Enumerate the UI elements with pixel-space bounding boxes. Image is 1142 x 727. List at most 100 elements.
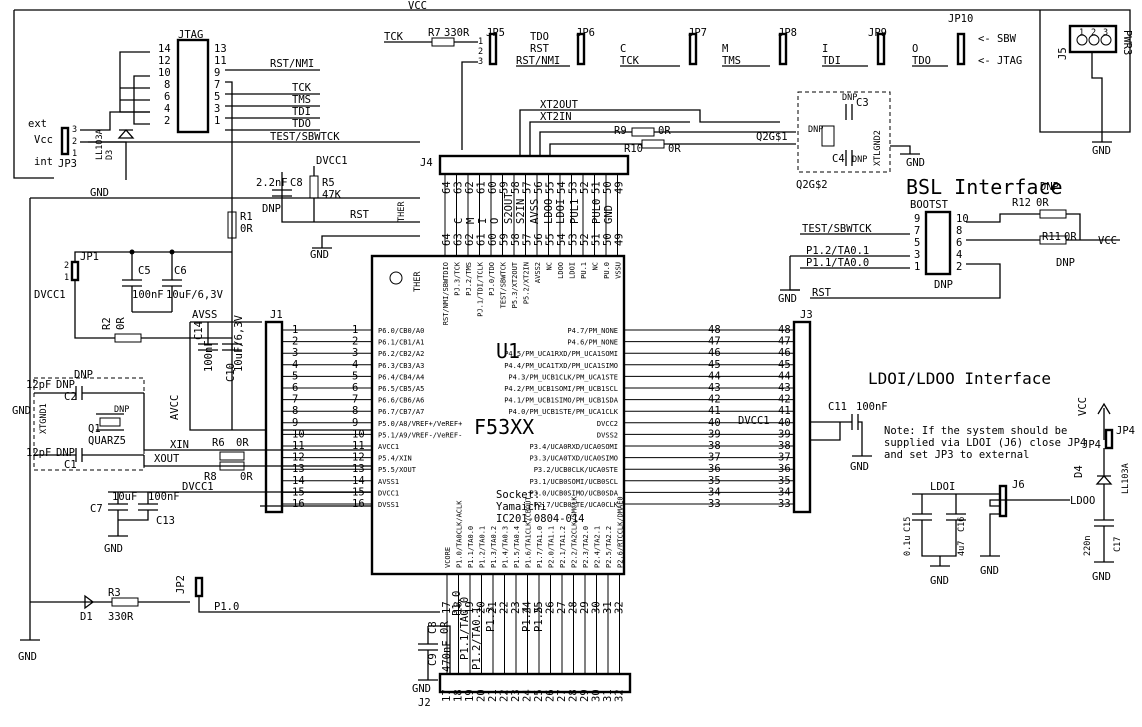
bsl-title: BSL Interface [906, 175, 1063, 199]
c7-c13: 10uF C7 100nF C13 DVCC1 GND [90, 481, 420, 555]
r9-value: 0R [658, 125, 671, 137]
pin-label: P2.4/TA2.1 [594, 526, 602, 568]
pin-label: 59 [499, 233, 511, 246]
jtag-left-pins: 14 12 10 8 6 4 2 [158, 43, 171, 127]
jp4-label: JP4 [1116, 425, 1135, 437]
jp1-c5-c6: JP1 2 1 DVCC1 R2 0R C5 C6 100nF 10uF/6,3… [34, 249, 232, 343]
j4-signal-label: S2IN [515, 199, 527, 224]
pin-label: P3.2/UCB0CLK/UCA0STE [534, 466, 618, 474]
r2-value: 0R [115, 317, 127, 330]
pwr3-label: PWR3 [1121, 30, 1133, 55]
c5-label: C5 [138, 265, 151, 277]
pin-label: 7 [914, 225, 920, 237]
c8b-value: 0R [439, 621, 451, 634]
pin-label: 62 [464, 233, 476, 246]
pin-label: P5.4/XIN [378, 455, 412, 463]
j2-p10: P1.0 [451, 591, 463, 616]
jp3-ext-label: ext [28, 118, 47, 130]
pin-label: PJ.3/TCK [454, 261, 462, 296]
pin-label: 64 [441, 181, 453, 194]
pin-label: 5 [914, 237, 920, 249]
xt2out-label: XT2OUT [540, 99, 579, 111]
c15-label: C15 [903, 517, 913, 532]
r8-label: R8 [204, 471, 217, 483]
pin-label: 5 [214, 91, 220, 103]
j4-label: J4 [420, 157, 433, 169]
pin-label: 1 [914, 261, 920, 273]
dvcc1-label: DVCC1 [316, 155, 348, 167]
gnd-j6: GND [980, 565, 999, 577]
pin-label: 1 [1079, 28, 1084, 38]
pin-label: 10 [158, 67, 171, 79]
j1-label: J1 [270, 309, 283, 321]
pin-label: P1.3/TA0.2 [490, 526, 498, 568]
pin-label: 26 [545, 601, 557, 614]
c2-label: C2 [64, 391, 77, 403]
ther-label: THER [413, 271, 423, 292]
jp7-tck: TCK [620, 55, 640, 67]
left-power-area: GND 2.2nF C8 DNP DVCC1 R5 47K RST R1 0R … [29, 155, 420, 640]
pin-label: 12 [158, 55, 171, 67]
gnd-crystal-label: GND [12, 405, 31, 417]
c17-value: 220n [1083, 536, 1093, 556]
q1-label: Q1 [88, 423, 101, 435]
c9-label: C9 [427, 653, 439, 666]
r6-value: 0R [236, 437, 249, 449]
r12-label: R12 [1012, 197, 1031, 209]
vcc-right-label: VCC [1077, 397, 1089, 416]
pin-label: P3.4/UCA0RXD/UCA0SOMI [529, 443, 618, 451]
jp2-label: JP2 [175, 575, 187, 594]
jtag-rst-nmi: RST/NMI [270, 58, 314, 70]
jp3-int-label: int [34, 156, 53, 168]
c1-label: C1 [64, 459, 77, 471]
pin-label: 3 [914, 249, 920, 261]
crystal-q1: 12pF DNP DNP C2 12pF DNP C1 GND XTGND1 Q… [12, 369, 420, 483]
xt2in-label: XT2IN [540, 111, 572, 123]
jtag-title: JTAG [178, 29, 203, 41]
r1-value: 0R [240, 223, 253, 235]
pin-label: P6.4/CB4/A4 [378, 373, 424, 381]
pin-label: PU.0 [603, 262, 611, 279]
r8-value: 0R [240, 471, 253, 483]
pin-label: 56 [533, 181, 545, 194]
avcc-label: AVCC [169, 395, 181, 420]
pin-label: P4.0/PM_UCB1STE/PM_UCA1CLK [508, 408, 618, 416]
pin-label: 53 [568, 233, 580, 246]
pin-label: P2.0/TA1.1 [548, 526, 556, 568]
bsl-p11: P1.1/TA0.0 [806, 257, 869, 269]
pin-label: P5.3/XT2OUT [511, 261, 519, 308]
j2-p11: P1.1/TA0.0 [459, 597, 471, 660]
d3-label: D3 [105, 150, 115, 160]
xin-label: XIN [170, 439, 189, 451]
pin-label: 63 [453, 233, 465, 246]
r11-label: R11 [1042, 231, 1061, 243]
c2-dnp: DNP [56, 379, 75, 391]
gnd-j5: GND [1092, 145, 1111, 157]
jp10-label: JP10 [948, 13, 973, 25]
c1-dnp: DNP [56, 447, 75, 459]
pin-label: 13 [214, 43, 227, 55]
pin-label: 1 [214, 115, 220, 127]
pin-label: PJ.2/TMS [465, 262, 473, 296]
jtag-tck: TCK [292, 82, 312, 94]
pin-label: 19 [464, 689, 476, 702]
q2-dnp: DNP [808, 125, 823, 135]
pin-label: 17 [441, 689, 453, 702]
pin-label: P4.1/PM_UCB1SIMO/PM_UCB1SDA [504, 397, 619, 405]
pin-label: P4.7/PM_NONE [567, 327, 618, 335]
pin-label: 2 [956, 261, 962, 273]
r10-label: R10 [624, 143, 643, 155]
jp10-tdo: TDO [912, 55, 931, 67]
j4-signal-label: PUL1 [569, 199, 581, 224]
j4-signal-label: GND [603, 205, 615, 224]
pin-label: P6.0/CB0/A0 [378, 327, 424, 335]
pin-label: 1 [72, 149, 77, 159]
jp9-label: JP9 [868, 27, 887, 39]
u1-chip: THER THER U1 F53XX Socket: Yamaichi IC20… [370, 174, 721, 674]
pin-label: 2 [1091, 28, 1096, 38]
pin-label: 51 [591, 181, 603, 194]
